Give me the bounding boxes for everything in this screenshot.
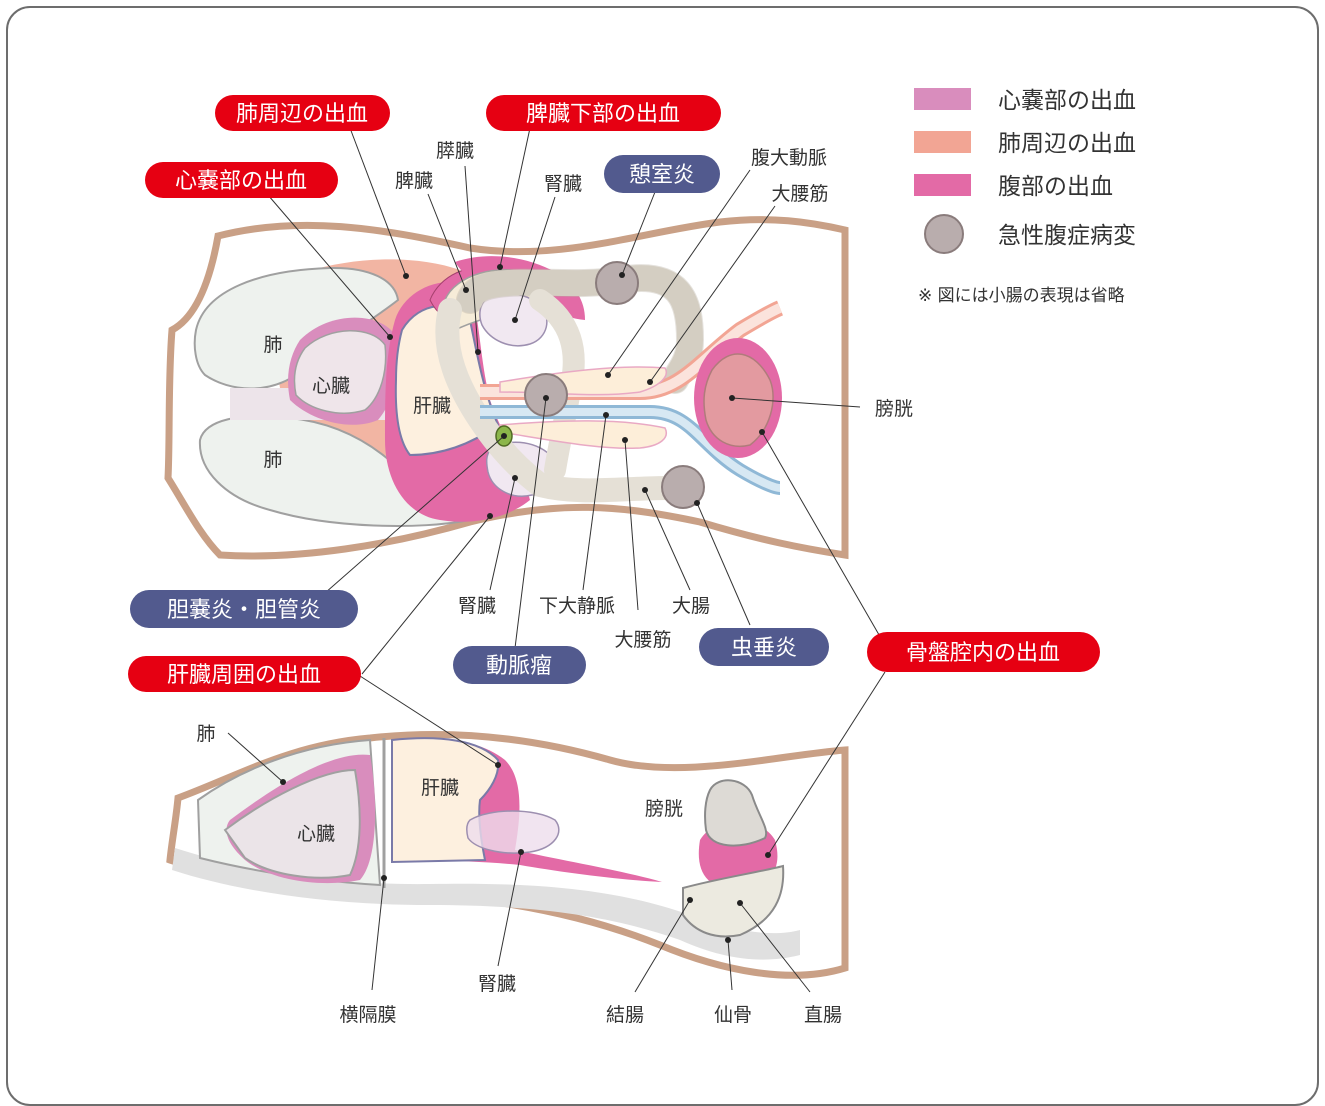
label-heart-side: 心臓 bbox=[297, 823, 335, 845]
top-view bbox=[164, 216, 849, 560]
svg-text:虫垂炎: 虫垂炎 bbox=[731, 636, 797, 661]
legend-note: ※ 図には小腸の表現は省略 bbox=[918, 286, 1125, 306]
label-liver-side: 肝臓 bbox=[421, 777, 459, 799]
side-organ-labels: 肺 心臓 肝臓 膀胱 横隔膜 腎臓 結腸 仙骨 直腸 bbox=[196, 723, 842, 1026]
callout-appendicitis: 虫垂炎 bbox=[699, 628, 829, 666]
label-ivc: 下大静脈 bbox=[539, 595, 615, 617]
callout-aneurysm: 動脈瘤 bbox=[453, 646, 586, 684]
label-pancreas: 膵臓 bbox=[436, 140, 474, 162]
svg-text:心嚢部の出血: 心嚢部の出血 bbox=[175, 169, 307, 194]
bladder-top bbox=[703, 353, 774, 447]
label-spleen: 脾臓 bbox=[395, 170, 433, 192]
label-colon-side: 結腸 bbox=[606, 1004, 644, 1026]
label-lung-upper: 肺 bbox=[263, 334, 282, 356]
side-view bbox=[166, 730, 849, 979]
svg-text:脾臓下部の出血: 脾臓下部の出血 bbox=[526, 102, 680, 127]
kidney-side bbox=[465, 810, 560, 854]
label-rectum: 直腸 bbox=[804, 1004, 842, 1026]
label-lung-lower: 肺 bbox=[263, 449, 282, 471]
callout-cholecystitis: 胆嚢炎・胆管炎 bbox=[130, 590, 358, 628]
leader-lines bbox=[227, 127, 886, 993]
lesion-diverticulitis bbox=[595, 261, 639, 305]
label-psoas-lower: 大腰筋 bbox=[614, 629, 671, 651]
lesion-appendicitis bbox=[661, 465, 705, 509]
label-heart-top: 心臓 bbox=[312, 375, 350, 397]
ivc-top-inner bbox=[480, 408, 781, 492]
svg-text:肝臓周囲の出血: 肝臓周囲の出血 bbox=[167, 663, 321, 688]
label-kidney-upper: 腎臓 bbox=[544, 173, 582, 195]
legend-swatch-lesion bbox=[924, 214, 964, 254]
callout-pelvic-hemorrhage: 骨盤腔内の出血 bbox=[867, 632, 1100, 672]
callout-diverticulitis: 憩室炎 bbox=[604, 155, 720, 193]
spine bbox=[172, 848, 800, 960]
legend: 心嚢部の出血 肺周辺の出血 腹部の出血 急性腹症病変 ※ 図には小腸の表現は省略 bbox=[914, 88, 1136, 306]
heart-side bbox=[223, 768, 361, 879]
svg-text:胆嚢炎・胆管炎: 胆嚢炎・胆管炎 bbox=[167, 598, 321, 623]
label-lung-side: 肺 bbox=[196, 723, 215, 745]
label-diaphragm: 横隔膜 bbox=[339, 1004, 396, 1026]
label-bladder-top: 膀胱 bbox=[875, 398, 913, 420]
label-kidney-lower: 腎臓 bbox=[458, 595, 496, 617]
legend-swatch-lung-area bbox=[914, 131, 971, 153]
label-sacrum: 仙骨 bbox=[714, 1004, 752, 1026]
svg-text:動脈瘤: 動脈瘤 bbox=[486, 654, 552, 679]
top-organ-labels: 膵臓 脾臓 腎臓 腹大動脈 大腰筋 肺 心臓 肺 肝臓 膀胱 腎臓 下大静脈 大… bbox=[263, 140, 913, 651]
legend-label-lesion: 急性腹症病変 bbox=[998, 223, 1136, 249]
rectum-side bbox=[682, 864, 785, 938]
label-liver-top: 肝臓 bbox=[413, 395, 451, 417]
label-psoas-upper: 大腰筋 bbox=[771, 183, 828, 205]
label-bladder-side: 膀胱 bbox=[645, 798, 683, 820]
callout-lung-hemorrhage: 肺周辺の出血 bbox=[215, 95, 390, 131]
bladder-side bbox=[704, 779, 768, 847]
legend-label-lung-area: 肺周辺の出血 bbox=[998, 131, 1136, 157]
callout-liver-hemorrhage: 肝臓周囲の出血 bbox=[128, 656, 361, 692]
colon-top-outline bbox=[456, 264, 705, 394]
heart-top bbox=[293, 330, 387, 414]
legend-label-abdominal: 腹部の出血 bbox=[998, 174, 1113, 200]
label-aorta: 腹大動脈 bbox=[751, 147, 827, 169]
legend-swatch-abdominal bbox=[914, 174, 971, 196]
legend-label-pericardial: 心嚢部の出血 bbox=[998, 88, 1136, 114]
svg-text:骨盤腔内の出血: 骨盤腔内の出血 bbox=[906, 641, 1060, 666]
svg-text:肺周辺の出血: 肺周辺の出血 bbox=[236, 102, 368, 127]
colon-top bbox=[457, 265, 704, 393]
callout-lower-spleen-hemorrhage: 脾臓下部の出血 bbox=[486, 95, 721, 131]
label-colon: 大腸 bbox=[672, 595, 710, 617]
legend-swatch-pericardial bbox=[914, 88, 971, 110]
label-kidney-side: 腎臓 bbox=[478, 973, 516, 995]
svg-text:憩室炎: 憩室炎 bbox=[629, 163, 695, 188]
colon-left bbox=[435, 298, 682, 503]
callout-pericardial-hemorrhage: 心嚢部の出血 bbox=[145, 162, 338, 198]
